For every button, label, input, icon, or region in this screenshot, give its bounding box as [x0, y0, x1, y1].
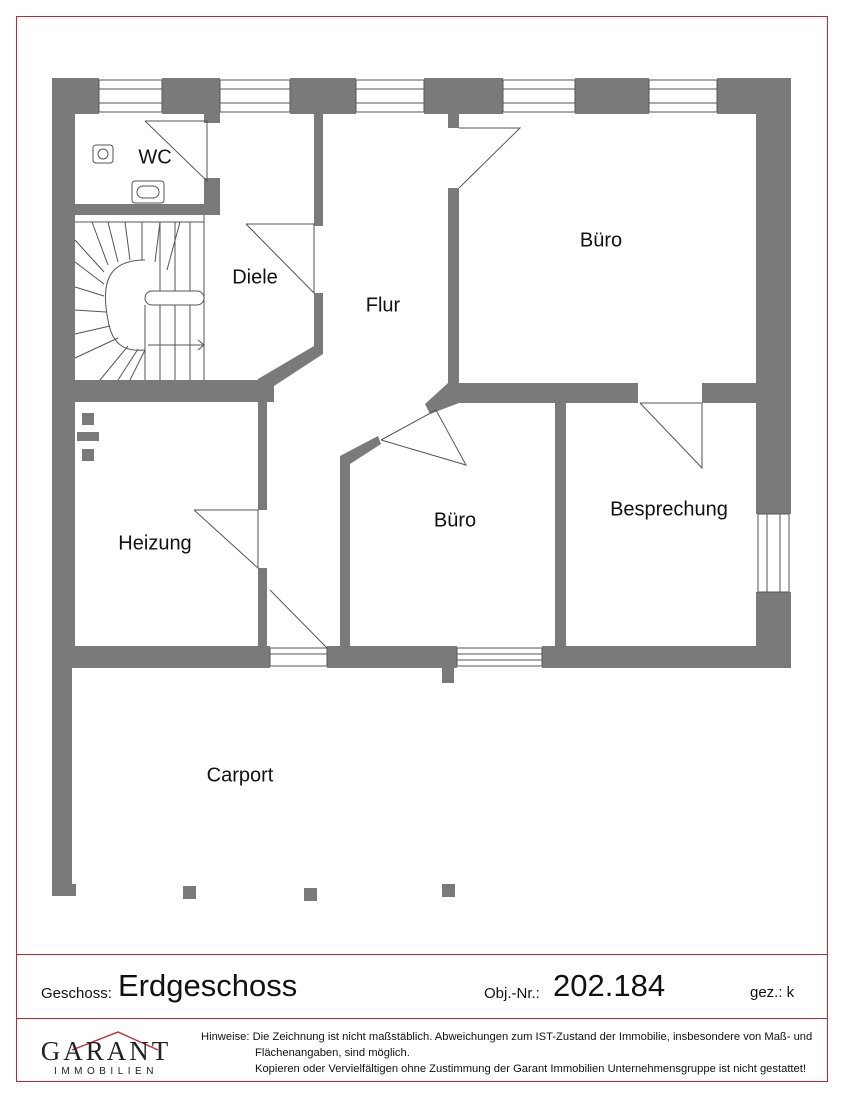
wc-wall-bottom — [75, 204, 220, 215]
stair-arrow-head — [197, 339, 205, 351]
notes-line-3: Kopieren oder Vervielfältigen ohne Zusti… — [255, 1063, 806, 1075]
titleblock-row: Geschoss: Erdgeschoss Obj.-Nr.: 202.184 … — [16, 964, 828, 1016]
buero-wall-top — [448, 114, 459, 128]
wc-wall-right-top — [204, 114, 220, 123]
carport-post-1 — [68, 884, 76, 896]
wall-divider — [555, 403, 566, 648]
walls — [52, 78, 791, 901]
geschoss-value: Erdgeschoss — [118, 968, 298, 1003]
wall-right-upper — [756, 78, 791, 514]
window-1 — [98, 79, 163, 113]
wall-left — [52, 78, 75, 668]
wc-fixtures — [92, 144, 165, 204]
door-entry — [269, 589, 329, 649]
window-7 — [456, 647, 543, 667]
wall-bottom-1 — [52, 646, 270, 668]
notes-line-2: Flächenangaben, sind möglich. — [255, 1047, 410, 1059]
door-buero-bottom — [380, 409, 468, 466]
stair-inner-curve — [104, 259, 146, 351]
column-2 — [77, 432, 99, 441]
heizung-wall-lower — [258, 568, 267, 648]
drawing-frame — [16, 16, 828, 1082]
objnr-label: Obj.-Nr.: — [484, 985, 540, 1002]
wall-bottom-3 — [542, 646, 791, 668]
carport-post-top — [442, 668, 454, 683]
wall-bottom-2 — [327, 646, 457, 668]
wall-top-2 — [162, 78, 220, 114]
door-buero-top — [458, 127, 522, 189]
logo-subtitle: IMMOBILIEN — [54, 1066, 158, 1077]
room-label-diele: Diele — [232, 266, 278, 289]
carport-post-2 — [183, 886, 196, 899]
wall-top-5 — [575, 78, 649, 114]
disclaimer-notes: Hinweise: Die Zeichnung ist nicht maßstä… — [201, 1029, 812, 1077]
buero2-wall-left — [340, 456, 350, 648]
room-label-flur: Flur — [365, 294, 401, 317]
sink — [92, 144, 114, 164]
door-diele — [245, 223, 315, 295]
door-heizung — [193, 509, 259, 570]
wall-top-4 — [424, 78, 503, 114]
carport-post-3 — [304, 888, 317, 901]
buero-wall-corner — [425, 383, 459, 414]
diele-wall-angle — [258, 293, 323, 386]
buero-wall-bottom-2 — [702, 383, 791, 403]
window-6 — [757, 513, 790, 593]
wall-top-3 — [290, 78, 356, 114]
column-1 — [82, 413, 94, 425]
windows — [98, 79, 790, 667]
geschoss-label: Geschoss: — [41, 985, 112, 1002]
logo-word: GARANT — [40, 1036, 172, 1066]
room-label-besprechung: Besprechung — [610, 498, 728, 521]
buero2-wall-angle — [340, 436, 381, 464]
titleblock-line-middle — [16, 1018, 828, 1019]
window-4 — [502, 79, 576, 113]
room-label-carport: Carport — [206, 764, 274, 787]
garant-logo: GARANT IMMOBILIEN — [36, 1030, 176, 1080]
objnr-value: 202.184 — [553, 968, 666, 1003]
toilet — [131, 180, 165, 204]
window-3 — [355, 79, 425, 113]
stair-handrail — [144, 290, 205, 306]
window-5 — [648, 79, 718, 113]
heizung-wall-upper — [258, 386, 267, 510]
carport-wall — [52, 668, 72, 896]
carport-post-4 — [442, 884, 455, 897]
gez-label: gez.: k — [750, 984, 795, 1001]
buero-wall-left — [448, 188, 459, 388]
room-label-wc: WC — [138, 146, 172, 169]
column-3 — [82, 449, 94, 461]
staircase — [74, 215, 205, 381]
titleblock-line-top — [16, 954, 828, 955]
room-label-buero-top: Büro — [579, 229, 623, 252]
door-wc — [144, 120, 208, 183]
room-label-heizung: Heizung — [118, 532, 192, 555]
door-besprechung — [639, 402, 703, 470]
buero-wall-bottom-1 — [448, 383, 638, 403]
room-label-buero-bottom: Büro — [433, 509, 477, 532]
notes-line-1: Hinweise: Die Zeichnung ist nicht maßstä… — [201, 1031, 813, 1043]
diele-wall-top — [314, 114, 323, 226]
wall-stair-bottom — [75, 380, 274, 402]
window-2 — [219, 79, 291, 113]
door-swings — [144, 120, 703, 649]
door-threshold — [269, 647, 328, 667]
logo-roof-icon — [71, 1031, 159, 1051]
